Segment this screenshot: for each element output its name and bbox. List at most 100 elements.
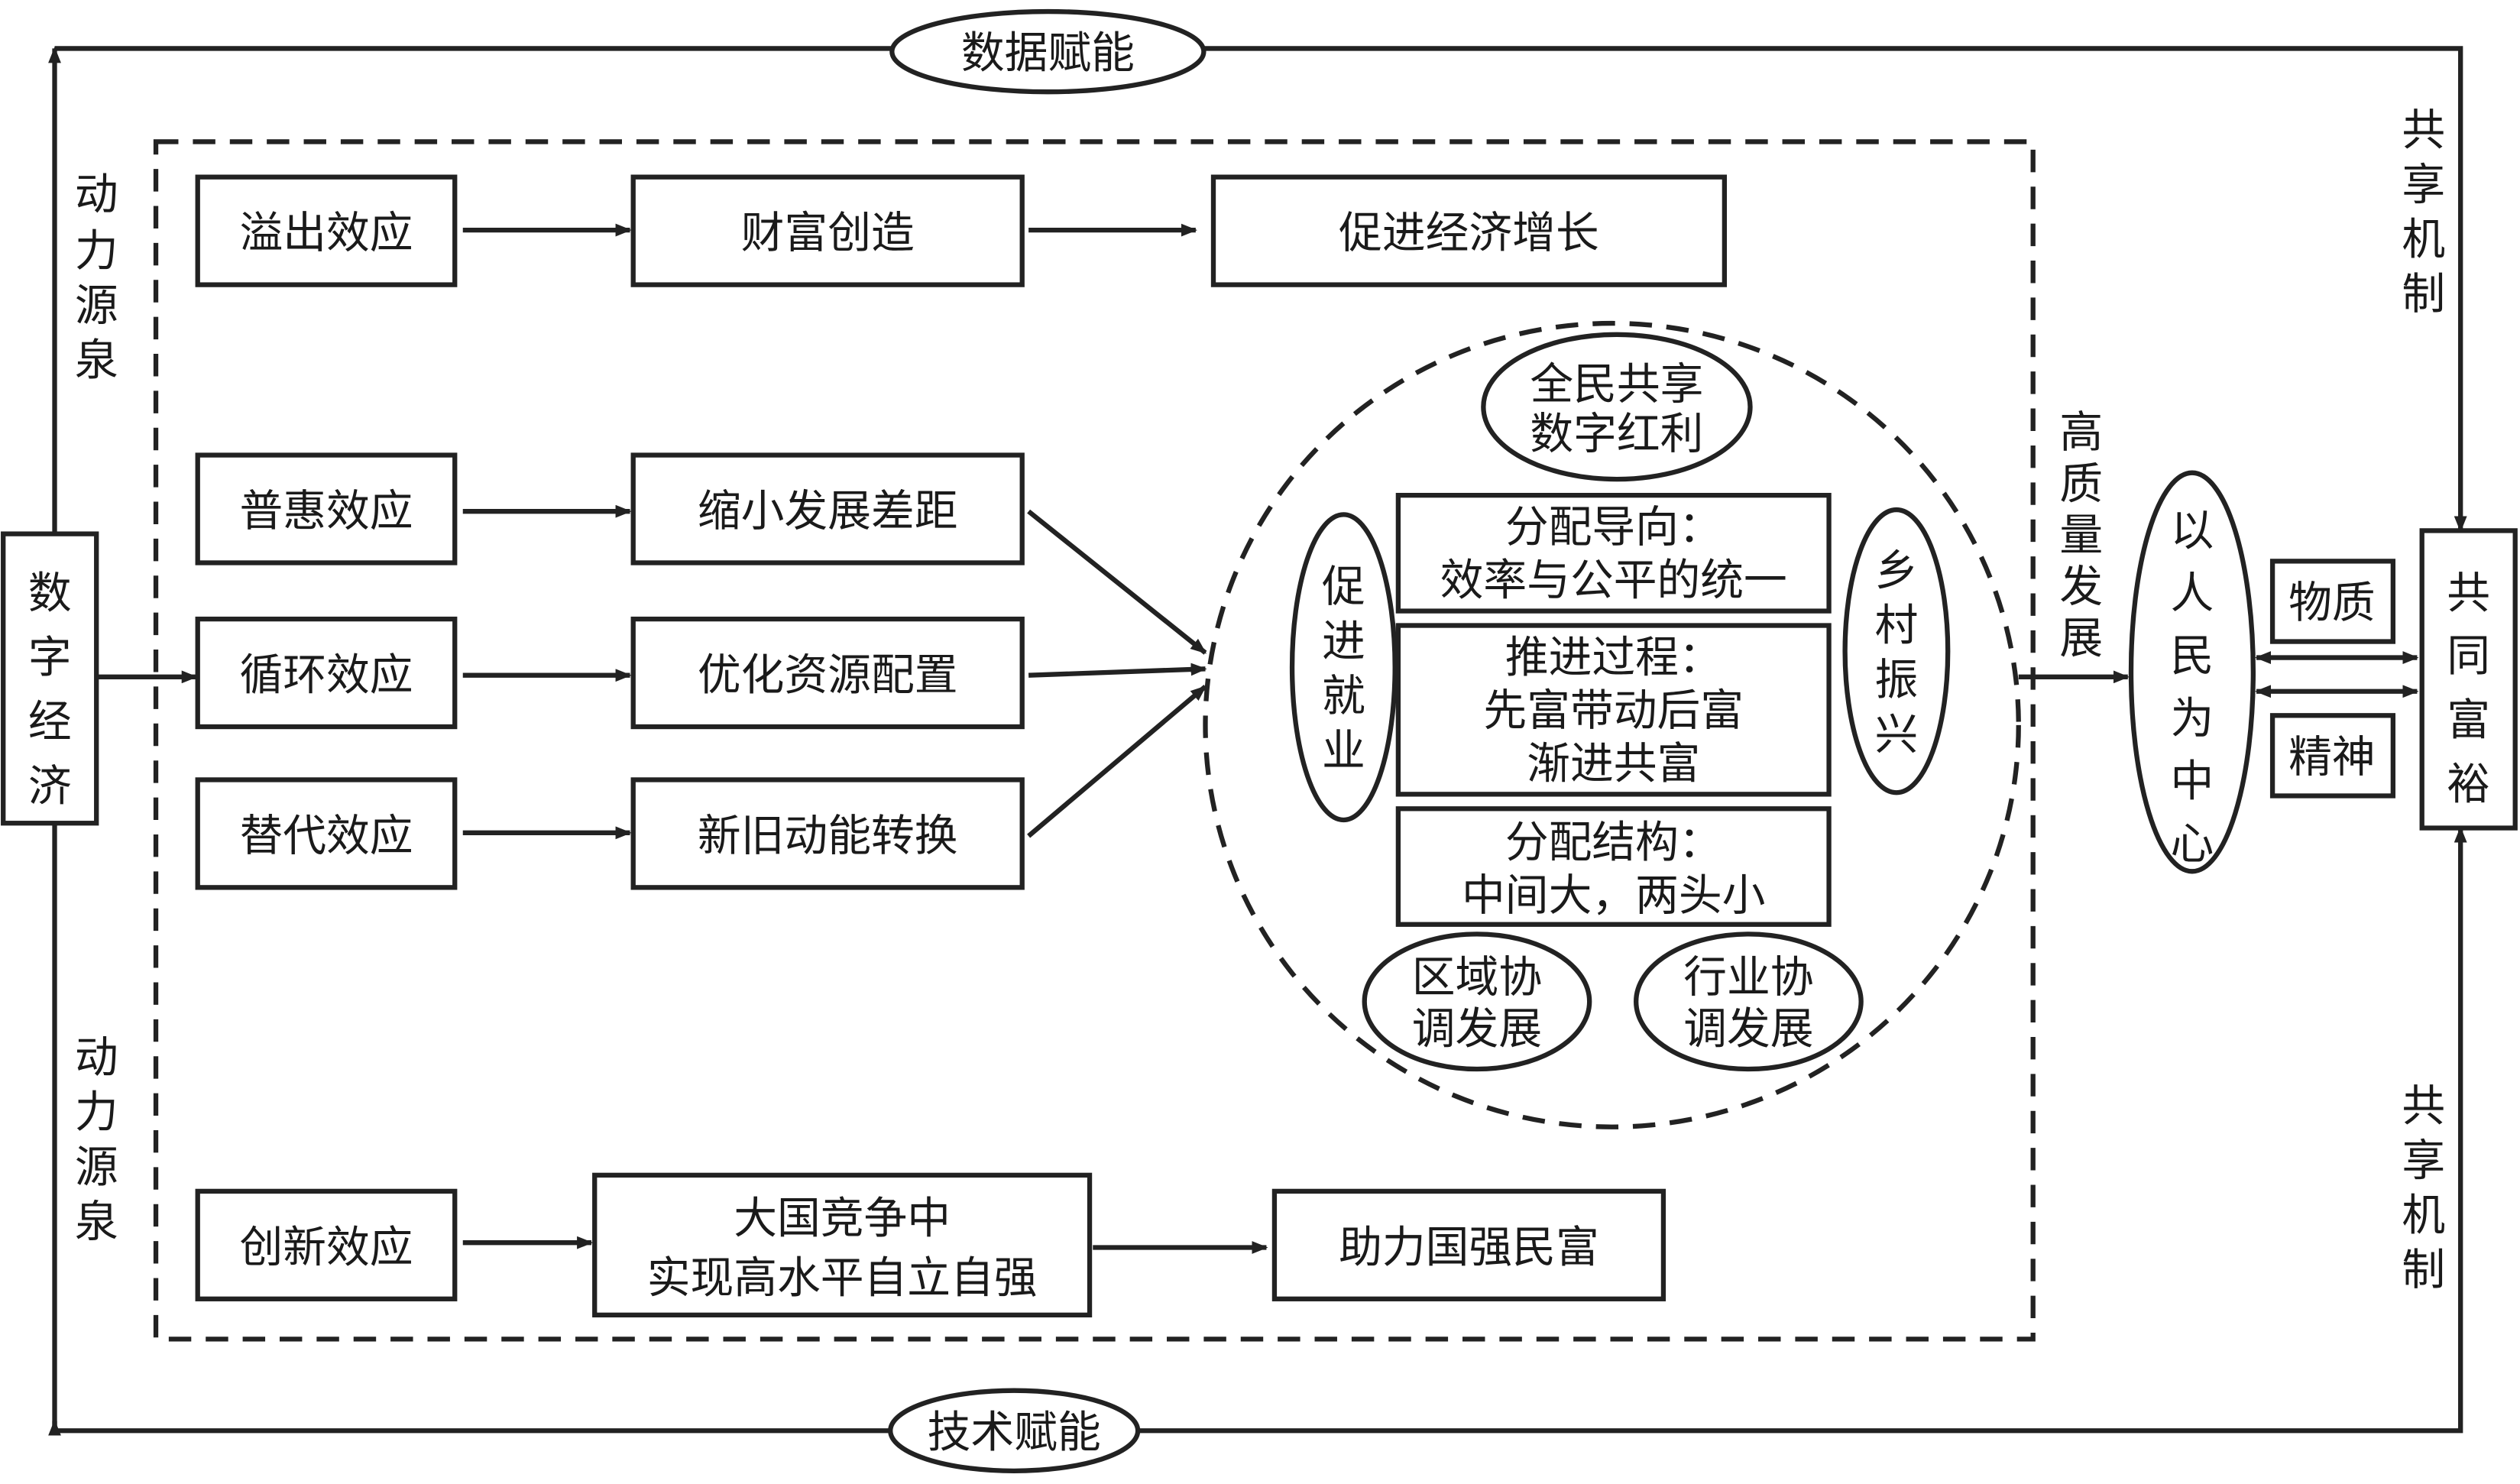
vchar: 质	[2059, 458, 2103, 509]
mechanism-box	[630, 616, 1025, 730]
box1-line1: 分配导向：	[1505, 502, 1722, 552]
vchar: 同	[2447, 630, 2490, 681]
regional-coordination-ellipse	[1362, 932, 1592, 1072]
vchar: 制	[2402, 1245, 2445, 1295]
advancement-process-box	[1395, 623, 1832, 797]
effect-label: 替代效应	[239, 811, 413, 861]
vchar: 人	[2171, 568, 2214, 618]
left-upper-label: 动 力 源 泉	[75, 170, 118, 386]
vchar: 兴	[1875, 709, 1919, 760]
mechanism-label: 优化资源配置	[698, 650, 958, 701]
dashed-circle	[1203, 320, 2021, 1129]
vchar: 裕	[2447, 760, 2490, 810]
mechanism-box	[630, 174, 1025, 287]
material-box	[2269, 559, 2395, 644]
arrow	[1028, 663, 1207, 678]
effect-label: 循环效应	[239, 650, 413, 701]
box2-line1: 推进过程：	[1505, 633, 1722, 683]
box3-line2: 中间大，两头小	[1462, 870, 1765, 921]
effect-box	[195, 1188, 458, 1301]
effect-label: 创新效应	[239, 1222, 413, 1272]
top-line	[54, 46, 2467, 533]
vchar: 就	[1322, 671, 1365, 721]
right-lower-label: 共 享 机 制	[2402, 1081, 2445, 1295]
vchar: 泉	[75, 335, 118, 385]
vchar: 心	[2171, 818, 2214, 869]
vchar: 乡	[1875, 546, 1919, 596]
vchar: 民	[2171, 630, 2214, 681]
tech-empowerment-ellipse	[888, 1388, 1141, 1474]
vchar: 共	[2402, 105, 2445, 156]
row-innovation: 创新效应 大国竞争中 实现高水平自立自强 助力国强民富	[195, 1172, 1667, 1317]
effect-box	[195, 174, 458, 287]
effect-box	[195, 616, 458, 730]
vchar: 制	[2402, 269, 2445, 319]
vchar: 共	[2402, 1081, 2445, 1131]
effect-box	[195, 452, 458, 565]
effect-label: 溢出效应	[239, 208, 413, 258]
top-ellipse-line2: 数字红利	[1530, 409, 1703, 459]
vchar: 动	[75, 1032, 118, 1083]
mechanism-label: 缩小发展差距	[698, 486, 958, 536]
outer-loop	[48, 46, 2467, 1436]
vchar: 字	[28, 633, 72, 683]
spiritual-box	[2269, 713, 2395, 799]
vchar: 源	[75, 280, 118, 331]
bottom-line	[52, 823, 2467, 1434]
data-empowerment: 数据赋能	[889, 8, 1207, 95]
spiritual-label: 精神	[2288, 732, 2376, 783]
mechanism-label: 财富创造	[741, 208, 915, 258]
vchar: 为	[2171, 693, 2214, 744]
arrow	[1027, 509, 1207, 655]
industry-coordination-ellipse	[1634, 932, 1864, 1072]
vchar: 济	[28, 761, 72, 812]
vchar: 机	[2402, 215, 2445, 265]
hq-development-label: 高 质 量 发 展	[2059, 407, 2103, 663]
vchar: 共	[2447, 568, 2490, 618]
top-ellipse-line1: 全民共享	[1530, 359, 1703, 410]
vchar: 中	[2171, 756, 2214, 806]
tech-empowerment: 技术赋能	[888, 1388, 1141, 1474]
vchar: 富	[2447, 695, 2490, 746]
vchar: 促	[1322, 562, 1365, 612]
mechanism-label-line1: 大国竞争中	[734, 1194, 951, 1244]
top-ellipse	[1481, 332, 1753, 482]
arrow	[1027, 685, 1207, 838]
box3-line1: 分配结构：	[1505, 817, 1722, 867]
mechanism-container	[153, 139, 2036, 1342]
vchar: 源	[75, 1142, 118, 1192]
box2-line2: 先富带动后富	[1483, 685, 1744, 736]
regional-line1: 区域协	[1412, 952, 1542, 1003]
mechanism-box	[592, 1172, 1093, 1317]
effect-box	[195, 777, 458, 890]
left-lower-label: 动 力 源 泉	[75, 1032, 118, 1247]
vchar: 发	[2059, 562, 2103, 612]
mechanism-label-line2: 实现高水平自立自强	[647, 1252, 1038, 1303]
vchar: 展	[2059, 613, 2103, 663]
mechanism-box	[630, 452, 1025, 565]
right-upper-label: 共 享 机 制	[2402, 105, 2445, 320]
vchar: 享	[2402, 1136, 2445, 1186]
vchar: 经	[28, 697, 72, 747]
common-prosperity-node: 共 同 富 裕	[2419, 528, 2518, 831]
people-center-ellipse	[2128, 470, 2256, 874]
row-spillover: 溢出效应 财富创造 促进经济增长	[195, 174, 1728, 287]
right-ellipse	[1842, 507, 1951, 795]
common-prosperity-box	[2419, 528, 2518, 831]
digital-economy-node: 数 字 经 济	[1, 531, 99, 826]
vchar: 村	[1875, 600, 1919, 650]
outcome-label: 促进经济增长	[1339, 208, 1599, 258]
left-ellipse	[1289, 512, 1398, 823]
outcome-box	[1210, 174, 1728, 287]
industry-line1: 行业协	[1683, 952, 1813, 1003]
people-center-node: 以 人 民 为 中 心	[2128, 470, 2256, 874]
data-empowerment-ellipse	[889, 8, 1207, 95]
box2-line3: 渐进共富	[1527, 738, 1700, 789]
distribution-orientation-box	[1395, 492, 1832, 614]
vchar: 力	[75, 225, 118, 276]
data-empowerment-label: 数据赋能	[961, 28, 1135, 79]
vchar: 以	[2171, 505, 2214, 556]
vchar: 数	[28, 568, 72, 618]
vchar: 泉	[75, 1197, 118, 1247]
mechanism-label: 新旧动能转换	[698, 811, 958, 861]
